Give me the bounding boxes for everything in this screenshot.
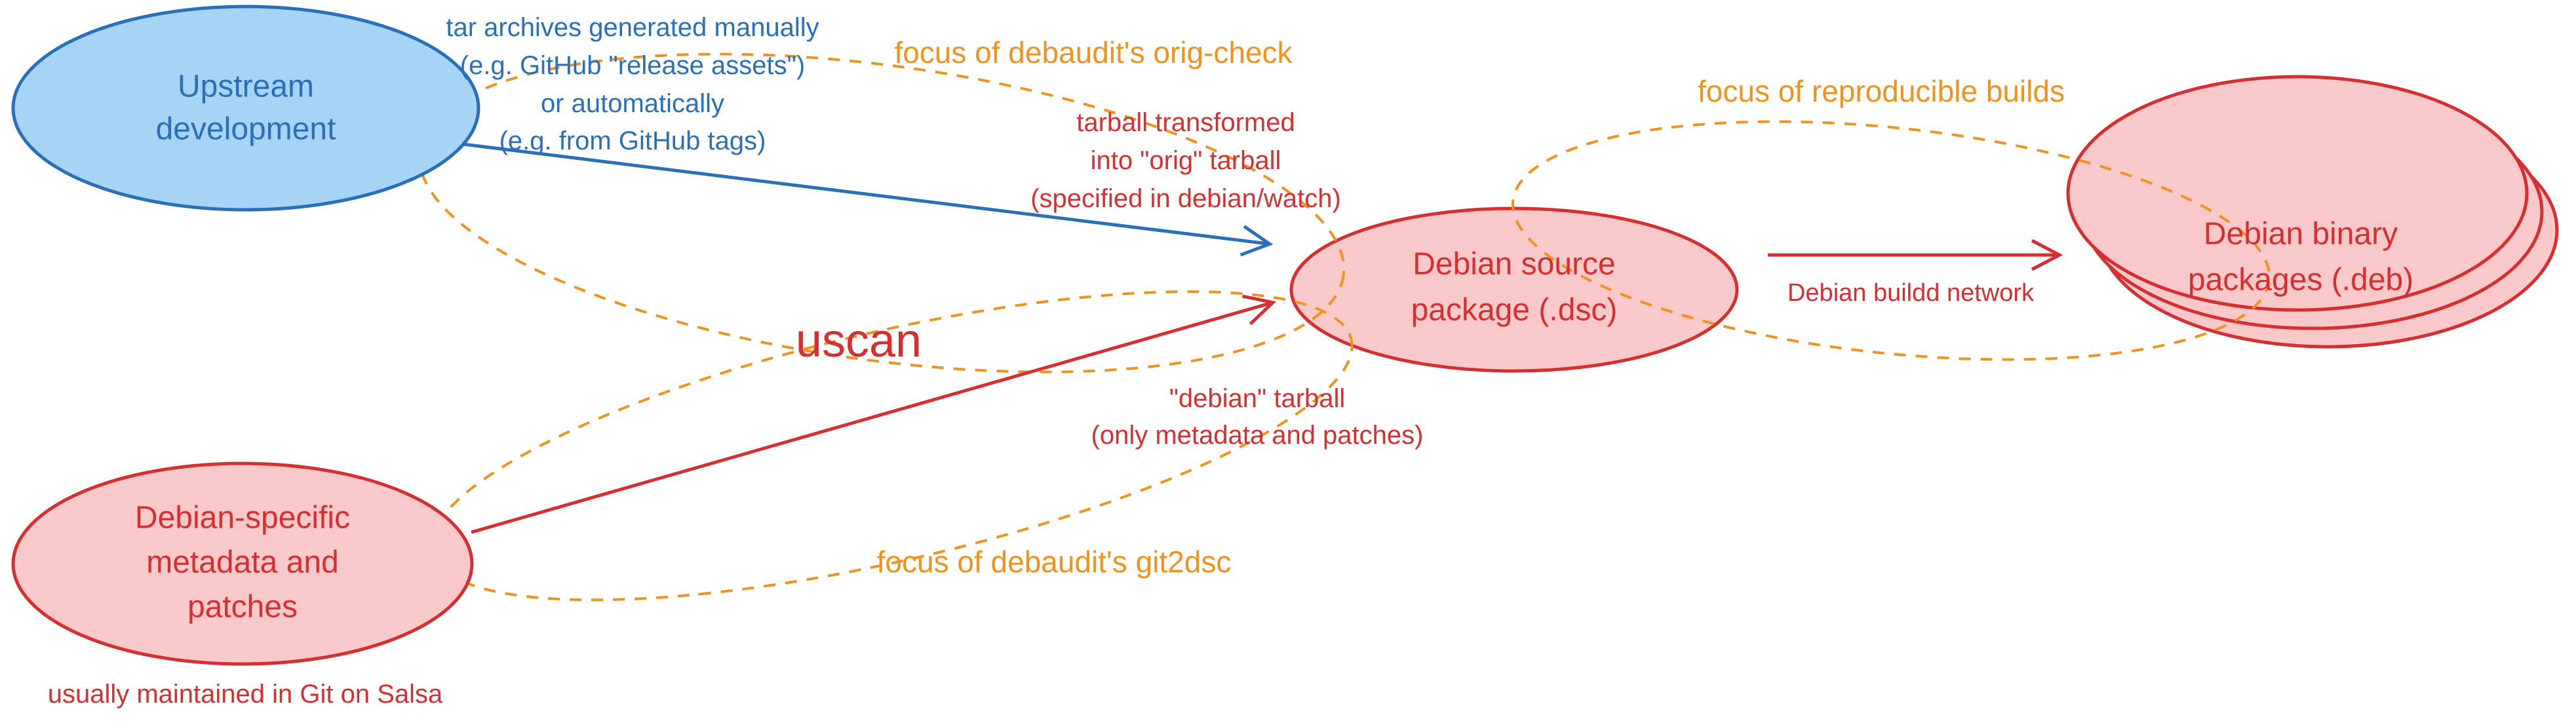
- metadata-label-line-3: patches: [187, 590, 298, 625]
- tar-archives-line-4: (e.g. from GitHub tags): [499, 127, 766, 155]
- focus-reproducible-label: focus of reproducible builds: [1698, 74, 2065, 108]
- binary-label-line-1: Debian binary: [2204, 217, 2398, 252]
- upstream-label-line-1: Upstream: [178, 69, 314, 104]
- arrow-upstream-to-source: [463, 142, 1274, 257]
- tar-archives-line-2: (e.g. GitHub "release assets"): [460, 51, 805, 80]
- metadata-label-line-2: metadata and: [146, 545, 339, 580]
- node-upstream-ellipse: [11, 5, 480, 212]
- salsa-note-label: usually maintained in Git on Salsa: [48, 680, 443, 709]
- uscan-label: uscan: [796, 315, 922, 367]
- source-label-line-1: Debian source: [1413, 247, 1616, 282]
- debian-tarball-line-1: "debian" tarball: [1169, 384, 1346, 413]
- buildd-network-label: Debian buildd network: [1787, 279, 2035, 307]
- tarball-transformed-line-3: (specified in debian/watch): [1030, 184, 1341, 213]
- tarball-transformed-line-1: tarball transformed: [1076, 108, 1295, 137]
- focus-orig-check-label: focus of debaudit's orig-check: [894, 35, 1293, 69]
- annotation-tarball-transformed: tarball transformed into "orig" tarball …: [1030, 108, 1341, 213]
- tarball-transformed-line-2: into "orig" tarball: [1091, 146, 1281, 175]
- binary-label-line-2: packages (.deb): [2188, 263, 2413, 298]
- node-source-package-ellipse: [1289, 206, 1739, 373]
- focus-git2dsc-label: focus of debaudit's git2dsc: [877, 545, 1232, 579]
- node-binary-label: Debian binary packages (.deb): [2188, 217, 2413, 298]
- node-metadata-label: Debian-specific metadata and patches: [135, 501, 350, 625]
- binary-stack-ellipse-1: [2066, 75, 2529, 312]
- annotation-debian-tarball: "debian" tarball (only metadata and patc…: [1091, 384, 1424, 450]
- node-binary-packages: [2066, 75, 2559, 349]
- focus-git2dsc-ellipse: [429, 290, 1354, 602]
- focus-orig-check-ellipse: [418, 52, 1346, 374]
- metadata-label-line-1: Debian-specific: [135, 501, 350, 536]
- node-metadata-ellipse: [11, 461, 474, 666]
- source-label-line-2: package (.dsc): [1411, 293, 1618, 328]
- tar-archives-line-1: tar archives generated manually: [446, 13, 819, 42]
- debian-tarball-line-2: (only metadata and patches): [1091, 421, 1424, 450]
- annotation-tar-archives: tar archives generated manually (e.g. Gi…: [446, 13, 819, 155]
- arrow-metadata-to-source: [471, 294, 1277, 534]
- node-source-label: Debian source package (.dsc): [1411, 247, 1618, 328]
- node-upstream-label: Upstream development: [156, 69, 336, 147]
- upstream-label-line-2: development: [156, 112, 336, 147]
- tar-archives-line-3: or automatically: [541, 89, 724, 118]
